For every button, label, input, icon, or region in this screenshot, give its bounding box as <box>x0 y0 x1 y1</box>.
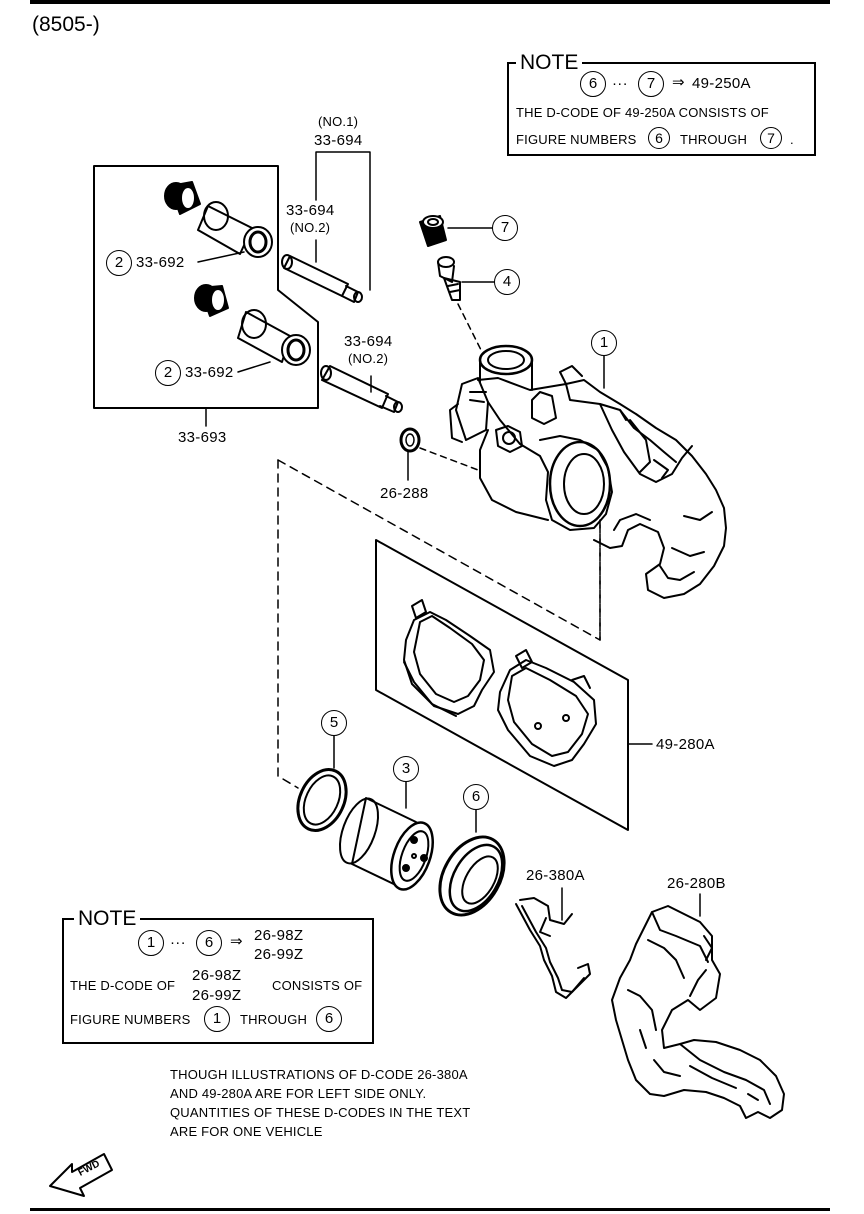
guide-pin-no2b-code: 33-694 <box>344 333 393 350</box>
dust-boot-upper-icon <box>164 181 201 215</box>
callout-5-badge: 5 <box>321 710 347 736</box>
fwd-arrow-icon <box>49 1153 113 1197</box>
dust-boot-lower-icon <box>194 284 229 317</box>
note-bottom-range-from-badge: 1 <box>138 930 164 956</box>
piston-icon <box>338 797 434 891</box>
brake-pad-outer-icon <box>497 649 597 767</box>
model-code-label: (8505-) <box>32 13 100 36</box>
note-bottom-arrow: ⇒ <box>230 933 243 950</box>
guide-pin-no2a-tag: (NO.2) <box>290 220 331 235</box>
boot-upper-badge: 2 <box>106 250 132 276</box>
note-bottom-line2-a: 26-98Z <box>192 967 242 984</box>
spring-code: 26-380A <box>526 867 585 884</box>
guide-pin-no2a-code: 33-694 <box>286 202 335 219</box>
anti-rattle-spring-icon <box>515 897 591 999</box>
note-bottom-line3-to-badge: 6 <box>316 1006 342 1032</box>
note-top-line2: THE D-CODE OF 49-250A CONSISTS OF <box>516 105 769 120</box>
note-bottom-dcode-a: 26-98Z <box>254 927 304 944</box>
note-top-ellipsis: ··· <box>612 75 628 92</box>
note-bottom-line2-b: 26-99Z <box>192 987 242 1004</box>
note-bottom-range-to-badge: 6 <box>196 930 222 956</box>
top-border-rule <box>30 0 830 4</box>
boot-lower-code: 33-692 <box>185 364 234 381</box>
note-top-arrow: ⇒ <box>672 74 685 91</box>
note-bottom-line2-pre: THE D-CODE OF <box>70 978 176 993</box>
bracket-code: 26-280B <box>667 875 726 892</box>
note-top-line3-end: . <box>790 132 794 147</box>
washer-code: 26-288 <box>380 485 429 502</box>
footnote-line-4: ARE FOR ONE VEHICLE <box>170 1124 323 1139</box>
note-top-line3-from-badge: 6 <box>648 127 670 149</box>
guide-pin-upper-icon <box>281 254 363 303</box>
note-bottom-line3-pre: FIGURE NUMBERS <box>70 1012 191 1027</box>
boot-lower-badge: 2 <box>155 360 181 386</box>
callout-6-badge: 6 <box>463 784 489 810</box>
callout-3-badge: 3 <box>393 756 419 782</box>
pin-sleeve-upper-icon <box>197 201 273 258</box>
note-bottom-ellipsis: ··· <box>170 934 186 951</box>
caliper-bracket-icon <box>611 905 785 1119</box>
caliper-body-icon <box>449 344 727 599</box>
note-box-bottom <box>62 918 374 1044</box>
pin-sleeve-lower-icon <box>237 309 311 366</box>
note-bottom-dcode-b: 26-99Z <box>254 946 304 963</box>
piston-seal-icon <box>296 768 348 832</box>
brake-pad-inner-icon <box>403 599 495 717</box>
footnote-line-1: THOUGH ILLUSTRATIONS OF D-CODE 26-380A <box>170 1067 468 1082</box>
washer-icon <box>399 427 421 453</box>
guide-pin-no2b-tag: (NO.2) <box>348 351 389 366</box>
boot-kit-outline <box>93 165 319 409</box>
guide-pin-no1-tag: (NO.1) <box>318 114 359 129</box>
boot-upper-code: 33-692 <box>136 254 185 271</box>
bleeder-cap-icon <box>419 215 447 247</box>
footnote-line-3: QUANTITIES OF THESE D-CODES IN THE TEXT <box>170 1105 471 1120</box>
note-box-top <box>507 62 816 156</box>
dashed-group-outline <box>277 459 299 789</box>
callout-4-badge: 4 <box>494 269 520 295</box>
guide-pin-no1-code: 33-694 <box>314 132 363 149</box>
note-bottom-line2-post: CONSISTS OF <box>272 978 363 993</box>
note-top-line3-pre: FIGURE NUMBERS <box>516 132 637 147</box>
boot-kit-code: 33-693 <box>178 429 227 446</box>
bleeder-screw-icon <box>437 256 461 301</box>
note-top-line3-mid: THROUGH <box>680 132 748 147</box>
note-top-title: NOTE <box>516 52 583 73</box>
note-top-range-from-badge: 6 <box>580 71 606 97</box>
footnote-line-2: AND 49-280A ARE FOR LEFT SIDE ONLY. <box>170 1086 427 1101</box>
pad-set-outline <box>375 539 629 831</box>
note-bottom-line3-from-badge: 1 <box>204 1006 230 1032</box>
note-top-range-to-badge: 7 <box>638 71 664 97</box>
note-top-dcode: 49-250A <box>692 75 751 92</box>
callout-7-badge: 7 <box>492 215 518 241</box>
bottom-border-rule <box>30 1208 830 1211</box>
note-bottom-title: NOTE <box>74 908 141 929</box>
note-bottom-line3-mid: THROUGH <box>240 1012 308 1027</box>
note-top-line3-to-badge: 7 <box>760 127 782 149</box>
guide-pin-lower-icon <box>320 365 403 413</box>
pad-set-code: 49-280A <box>656 736 715 753</box>
piston-dust-boot-icon <box>438 835 506 917</box>
callout-1-badge: 1 <box>591 330 617 356</box>
